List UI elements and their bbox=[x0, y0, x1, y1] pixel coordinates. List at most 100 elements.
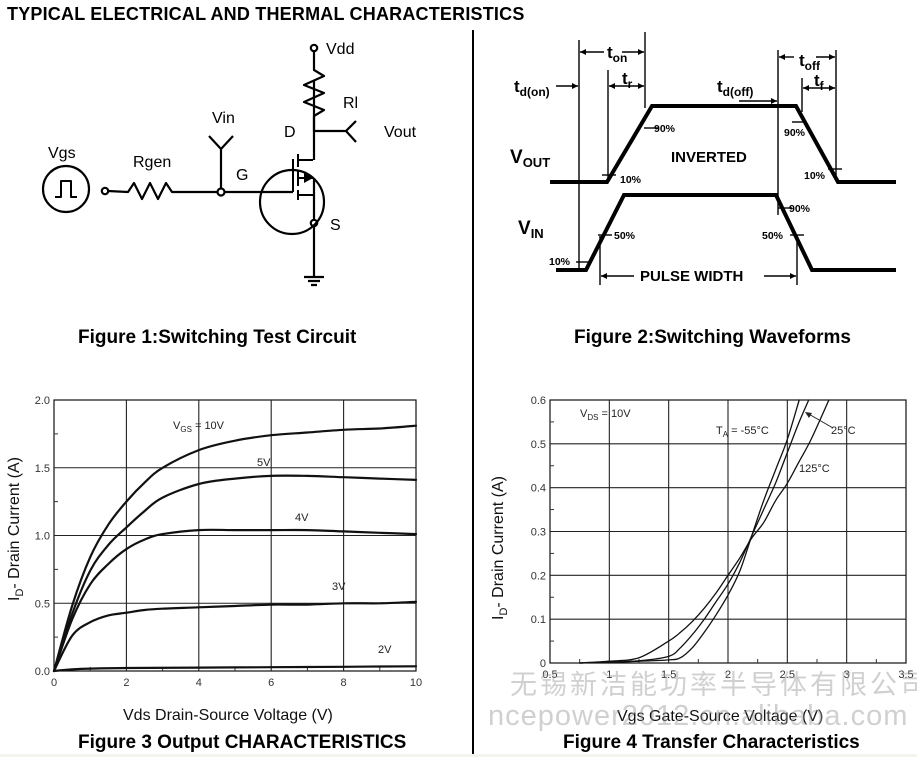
source-terminal bbox=[100, 186, 110, 196]
label-t-r: tr bbox=[622, 69, 633, 91]
label-pulse-width: PULSE WIDTH bbox=[640, 268, 743, 285]
label-s: S bbox=[330, 217, 341, 234]
y-tick-label: 0.4 bbox=[531, 483, 546, 495]
label-t-on: ton bbox=[607, 43, 627, 65]
label-v-in: VIN bbox=[518, 218, 544, 241]
label-out-rise-10: 10% bbox=[620, 174, 642, 186]
series-label-4v: 4V bbox=[295, 512, 309, 524]
ground-icon bbox=[304, 275, 324, 287]
switching-test-circuit: Vdd Rl Vout Vin D G S Vgs Rgen bbox=[41, 41, 417, 287]
y-tick-label: 1.5 bbox=[35, 463, 50, 475]
annotation-vds: VDS = 10V bbox=[580, 408, 631, 422]
x-tick-label: 6 bbox=[268, 677, 274, 689]
annotation-arrow-icon bbox=[805, 412, 812, 418]
annotation-25c-leader bbox=[806, 412, 834, 429]
series-label-3v: 3V bbox=[332, 581, 346, 593]
annotation-25c: 25°C bbox=[831, 425, 856, 437]
series-line-25-c bbox=[579, 399, 810, 664]
output-characteristics-chart: 0 2 4 6 8 10 0.0 0.5 1.0 1.5 2.0 ID- Drain Current… bbox=[6, 395, 422, 724]
vin-probe bbox=[208, 135, 234, 188]
label-in-rise-50: 50% bbox=[614, 230, 636, 242]
vout-probe bbox=[314, 120, 357, 143]
label-v-out: VOUT bbox=[510, 147, 550, 170]
label-inverted: INVERTED bbox=[671, 149, 747, 166]
annotation-ta-minus55: TA = -55°C bbox=[716, 425, 769, 439]
timing-arrowheads bbox=[572, 49, 835, 279]
source-node bbox=[309, 218, 319, 228]
y-tick-label: 0.0 bbox=[35, 666, 50, 678]
x-tick-label: 4 bbox=[196, 677, 202, 689]
x-tick-label: 3 bbox=[844, 669, 850, 681]
switching-waveforms: ton tr td(on) td(off) toff tf VOUT VIN I… bbox=[510, 32, 896, 285]
rgen-resistor bbox=[107, 181, 218, 201]
series-line-vgs-10v bbox=[52, 424, 418, 673]
y-tick-label: 0.2 bbox=[531, 570, 546, 582]
pulse-icon bbox=[55, 180, 77, 198]
series-lines bbox=[52, 424, 418, 673]
label-rl: Rl bbox=[343, 95, 358, 112]
series-line-3v bbox=[52, 600, 418, 673]
body-diode-arrow-icon bbox=[304, 173, 313, 183]
figure2-caption: Figure 2:Switching Waveforms bbox=[574, 327, 851, 348]
gate-node bbox=[216, 187, 226, 197]
label-out-fall-90: 90% bbox=[784, 127, 806, 139]
figure1-caption: Figure 1:Switching Test Circuit bbox=[78, 327, 357, 348]
y-tick-label: 0 bbox=[540, 658, 546, 670]
series-line-125-c bbox=[579, 399, 830, 664]
label-out-fall-10: 10% bbox=[804, 170, 826, 182]
vin-waveform bbox=[556, 193, 896, 272]
label-vin: Vin bbox=[212, 110, 235, 127]
bottom-strip bbox=[0, 754, 917, 757]
x-tick-label: 2 bbox=[725, 669, 731, 681]
series-lines bbox=[579, 399, 830, 664]
rl-resistor bbox=[302, 50, 326, 131]
label-rgen: Rgen bbox=[133, 154, 171, 171]
page-title: TYPICAL ELECTRICAL AND THERMAL CHARACTER… bbox=[7, 4, 525, 24]
label-vout: Vout bbox=[384, 124, 417, 141]
label-t-d-on: td(on) bbox=[514, 77, 550, 99]
y-tick-label: 2.0 bbox=[35, 395, 50, 407]
x-tick-label: 8 bbox=[341, 677, 347, 689]
label-t-d-off: td(off) bbox=[717, 77, 753, 99]
series-label-5v: 5V bbox=[257, 457, 271, 469]
y-tick-label: 0.1 bbox=[531, 614, 546, 626]
x-tick-label: 0 bbox=[51, 677, 57, 689]
x-tick-label: 1.5 bbox=[661, 669, 676, 681]
x-tick-label: 1 bbox=[606, 669, 612, 681]
figure4-caption: Figure 4 Transfer Characteristics bbox=[563, 732, 860, 753]
x-tick-label: 2.5 bbox=[780, 669, 795, 681]
series-line-2v bbox=[52, 665, 418, 673]
y-tick-label: 0.6 bbox=[531, 395, 546, 407]
label-in-rise-10: 10% bbox=[549, 256, 571, 268]
y-axis-label: ID- Drain Current (A) bbox=[6, 457, 26, 601]
y-tick-label: 0.3 bbox=[531, 527, 546, 539]
vdd-terminal bbox=[309, 43, 319, 53]
y-axis-label: ID- Drain Current (A) bbox=[490, 476, 510, 620]
axis-ticks: 0 2 4 6 8 10 0.0 0.5 1.0 1.5 2.0 bbox=[35, 395, 422, 689]
label-in-fall-50: 50% bbox=[762, 230, 784, 242]
label-t-f: tf bbox=[814, 71, 825, 93]
vout-waveform bbox=[550, 104, 896, 184]
column-divider bbox=[472, 30, 474, 757]
x-tick-label: 3.5 bbox=[898, 669, 913, 681]
annotation-125c: 125°C bbox=[799, 463, 830, 475]
x-tick-label: 2 bbox=[123, 677, 129, 689]
grid bbox=[549, 399, 907, 664]
series-line--55-c bbox=[579, 399, 800, 664]
y-tick-label: 1.0 bbox=[35, 531, 50, 543]
figure3-caption: Figure 3 Output CHARACTERISTICS bbox=[78, 732, 407, 753]
x-tick-label: 0.5 bbox=[542, 669, 557, 681]
pulse-source-symbol bbox=[41, 164, 91, 214]
series-line-5v bbox=[52, 474, 418, 673]
label-in-fall-90: 90% bbox=[789, 203, 811, 215]
label-d: D bbox=[284, 124, 296, 141]
series-line-4v bbox=[52, 528, 418, 673]
x-axis-label: Vds Drain-Source Voltage (V) bbox=[123, 707, 333, 724]
label-t-off: toff bbox=[799, 51, 821, 73]
x-tick-label: 10 bbox=[410, 677, 422, 689]
label-vgs: Vgs bbox=[48, 145, 76, 162]
series-label-vgs10: VGS = 10V bbox=[173, 420, 225, 434]
y-tick-label: 0.5 bbox=[35, 598, 50, 610]
